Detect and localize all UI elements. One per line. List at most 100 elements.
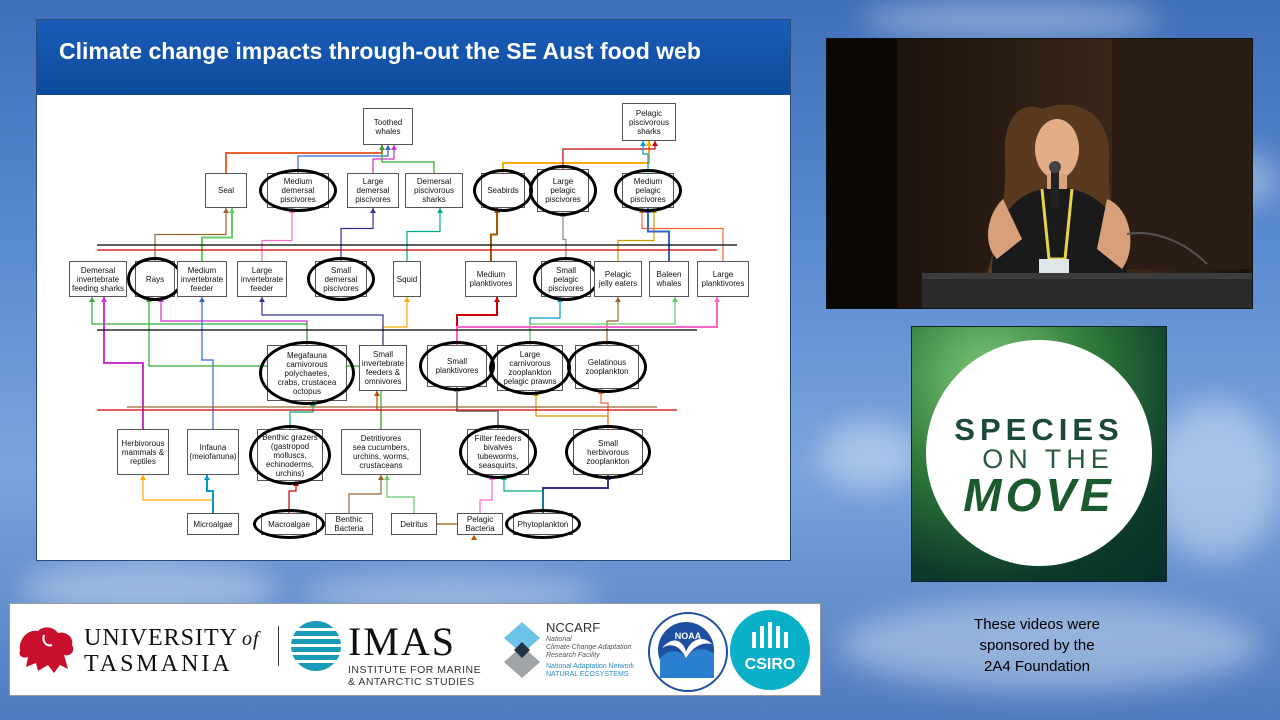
food-web-arrowhead: [672, 297, 678, 302]
food-web-arrowhead: [471, 535, 477, 540]
food-web-link: [372, 145, 395, 173]
food-web-node-label: Baleen whales: [656, 270, 682, 288]
imas-globe-icon: [290, 621, 342, 671]
food-web-node-med-pel: Medium pelagic piscivores: [622, 173, 674, 208]
food-web-arrowhead: [385, 145, 391, 150]
food-web-node-label: Pelagic Bacteria: [465, 515, 495, 533]
food-web-node-label: Medium invertebrate feeder: [180, 265, 224, 293]
food-web-link: [490, 208, 498, 261]
food-web-node-small-dem: Small demersal piscivores: [315, 261, 367, 297]
food-web-link: [642, 141, 649, 173]
food-web-node-seal: Seal: [205, 173, 247, 208]
food-web-node-med-dem: Medium demersal piscivores: [267, 173, 329, 208]
nccarf-sub3: Research Facility: [546, 652, 600, 659]
food-web-node-gel-zoo: Gelatinous zooplankton: [575, 345, 639, 389]
food-web-node-label: Detritus: [400, 519, 428, 529]
food-web-node-jelly: Pelagic jelly eaters: [594, 261, 642, 297]
food-web-link: [600, 389, 609, 429]
food-web-node-benthic-grazers: Benthic grazers (gastropod molluscs, ech…: [257, 429, 323, 481]
food-web-link: [456, 387, 499, 429]
logo-line-on-the: ON THE: [982, 444, 1114, 474]
food-web-link: [382, 297, 408, 345]
food-web-node-label: Pelagic jelly eaters: [598, 270, 638, 288]
food-web-node-label: Large carnivorous zooplankton pelagic pr…: [503, 350, 557, 386]
food-web-node-label: Infauna (meiofanuna): [189, 443, 237, 461]
food-web-arrowhead: [714, 297, 720, 302]
food-web-node-label: Medium planktivores: [469, 270, 513, 288]
food-web-arrowhead: [645, 208, 651, 213]
food-web-node-label: Microalgae: [193, 519, 233, 529]
csiro-logo: CSIRO: [730, 610, 810, 690]
food-web-node-large-inv: Large invertebrate feeder: [237, 261, 287, 297]
food-web-node-rays: Rays: [135, 261, 175, 297]
nccarf-diamond-icon: [504, 622, 540, 678]
imas-name: IMAS: [348, 619, 457, 664]
logo-line-move: MOVE: [963, 469, 1115, 521]
food-web-node-label: Demersal piscivorous sharks: [413, 177, 454, 204]
csiro-name: CSIRO: [744, 656, 796, 673]
food-web-link: [606, 297, 619, 345]
food-web-link: [386, 475, 415, 513]
food-web-link: [456, 297, 718, 345]
food-web-node-large-zoo: Large carnivorous zooplankton pelagic pr…: [497, 345, 563, 391]
food-web-arrowhead: [204, 475, 210, 480]
food-web-node-detritivores: Detritivores sea cucumbers, urchins, wor…: [341, 429, 421, 475]
food-web-arrowhead: [293, 481, 299, 486]
food-web-link: [617, 208, 655, 261]
food-web-arrowhead: [259, 297, 265, 302]
food-web-link: [502, 141, 650, 173]
food-web-node-label: Small pelagic piscivores: [548, 265, 584, 293]
food-web-node-squid: Squid: [393, 261, 421, 297]
food-web-node-label: Benthic grazers (gastropod molluscs, ech…: [262, 432, 318, 478]
noaa-name: NOAA: [674, 631, 702, 641]
food-web-node-label: Megafauna carnivorous polychaetes, crabs…: [277, 350, 337, 396]
food-web-arrowhead: [494, 208, 500, 213]
food-web-link: [160, 297, 308, 345]
food-web-node-infauna: Infauna (meiofanuna): [187, 429, 239, 475]
food-web-arrowhead: [560, 212, 566, 217]
utas-university: UNIVERSITY: [84, 625, 238, 651]
food-web-node-label: Detritivores sea cucumbers, urchins, wor…: [352, 434, 410, 470]
noaa-logo: NOAA: [648, 612, 728, 692]
food-web-node-label: Herbivorous mammals & reptiles: [121, 438, 165, 466]
food-web-arrowhead: [158, 297, 164, 302]
speaker-video[interactable]: [826, 38, 1253, 309]
nccarf-sub2: Climate Change Adaptation: [546, 644, 632, 651]
food-web-node-phyto: Phytoplankton: [513, 513, 573, 535]
food-web-arrowhead: [289, 208, 295, 213]
food-web-node-filter: Filter feeders bivalves tubeworms, seasq…: [467, 429, 529, 475]
food-web-arrowhead: [557, 297, 563, 302]
food-web-node-label: Small planktivores: [435, 357, 479, 375]
food-web-arrowhead: [615, 297, 621, 302]
food-web-node-label: Seabirds: [487, 186, 519, 195]
food-web-link: [154, 208, 227, 261]
food-web-link: [289, 401, 314, 429]
food-web-link: [381, 145, 435, 173]
food-web-node-label: Macroalgae: [268, 519, 310, 529]
food-web-node-pel-bact: Pelagic Bacteria: [457, 513, 503, 535]
food-web-node-label: Small demersal piscivores: [323, 265, 359, 293]
food-web-arrowhead: [146, 297, 152, 302]
food-web-node-toothed: Toothed whales: [363, 108, 413, 145]
food-web-node-label: Large demersal piscivores: [355, 177, 391, 204]
food-web-link: [406, 208, 441, 261]
food-web-node-label: Medium demersal piscivores: [280, 177, 316, 204]
food-web-node-label: Large invertebrate feeder: [240, 265, 284, 293]
food-web-node-med-inv: Medium invertebrate feeder: [177, 261, 227, 297]
food-web-node-benthic-bact: Benthic Bacteria: [325, 513, 373, 535]
food-web-link: [148, 297, 382, 429]
food-web-node-label: Toothed whales: [373, 117, 403, 136]
food-web-node-label: Squid: [396, 274, 418, 284]
food-web-link: [647, 208, 670, 261]
food-web-node-label: Large pelagic piscivores: [545, 177, 581, 204]
food-web-link: [297, 145, 389, 173]
food-web-arrowhead: [391, 145, 397, 150]
food-web-arrowhead: [379, 145, 385, 150]
nccarf-sub4: National Adaptation Network: [546, 663, 635, 670]
food-web-link: [206, 475, 214, 513]
nccarf-sub5: NATURAL ECOSYSTEMS: [546, 671, 629, 678]
food-web-arrowhead: [89, 297, 95, 302]
